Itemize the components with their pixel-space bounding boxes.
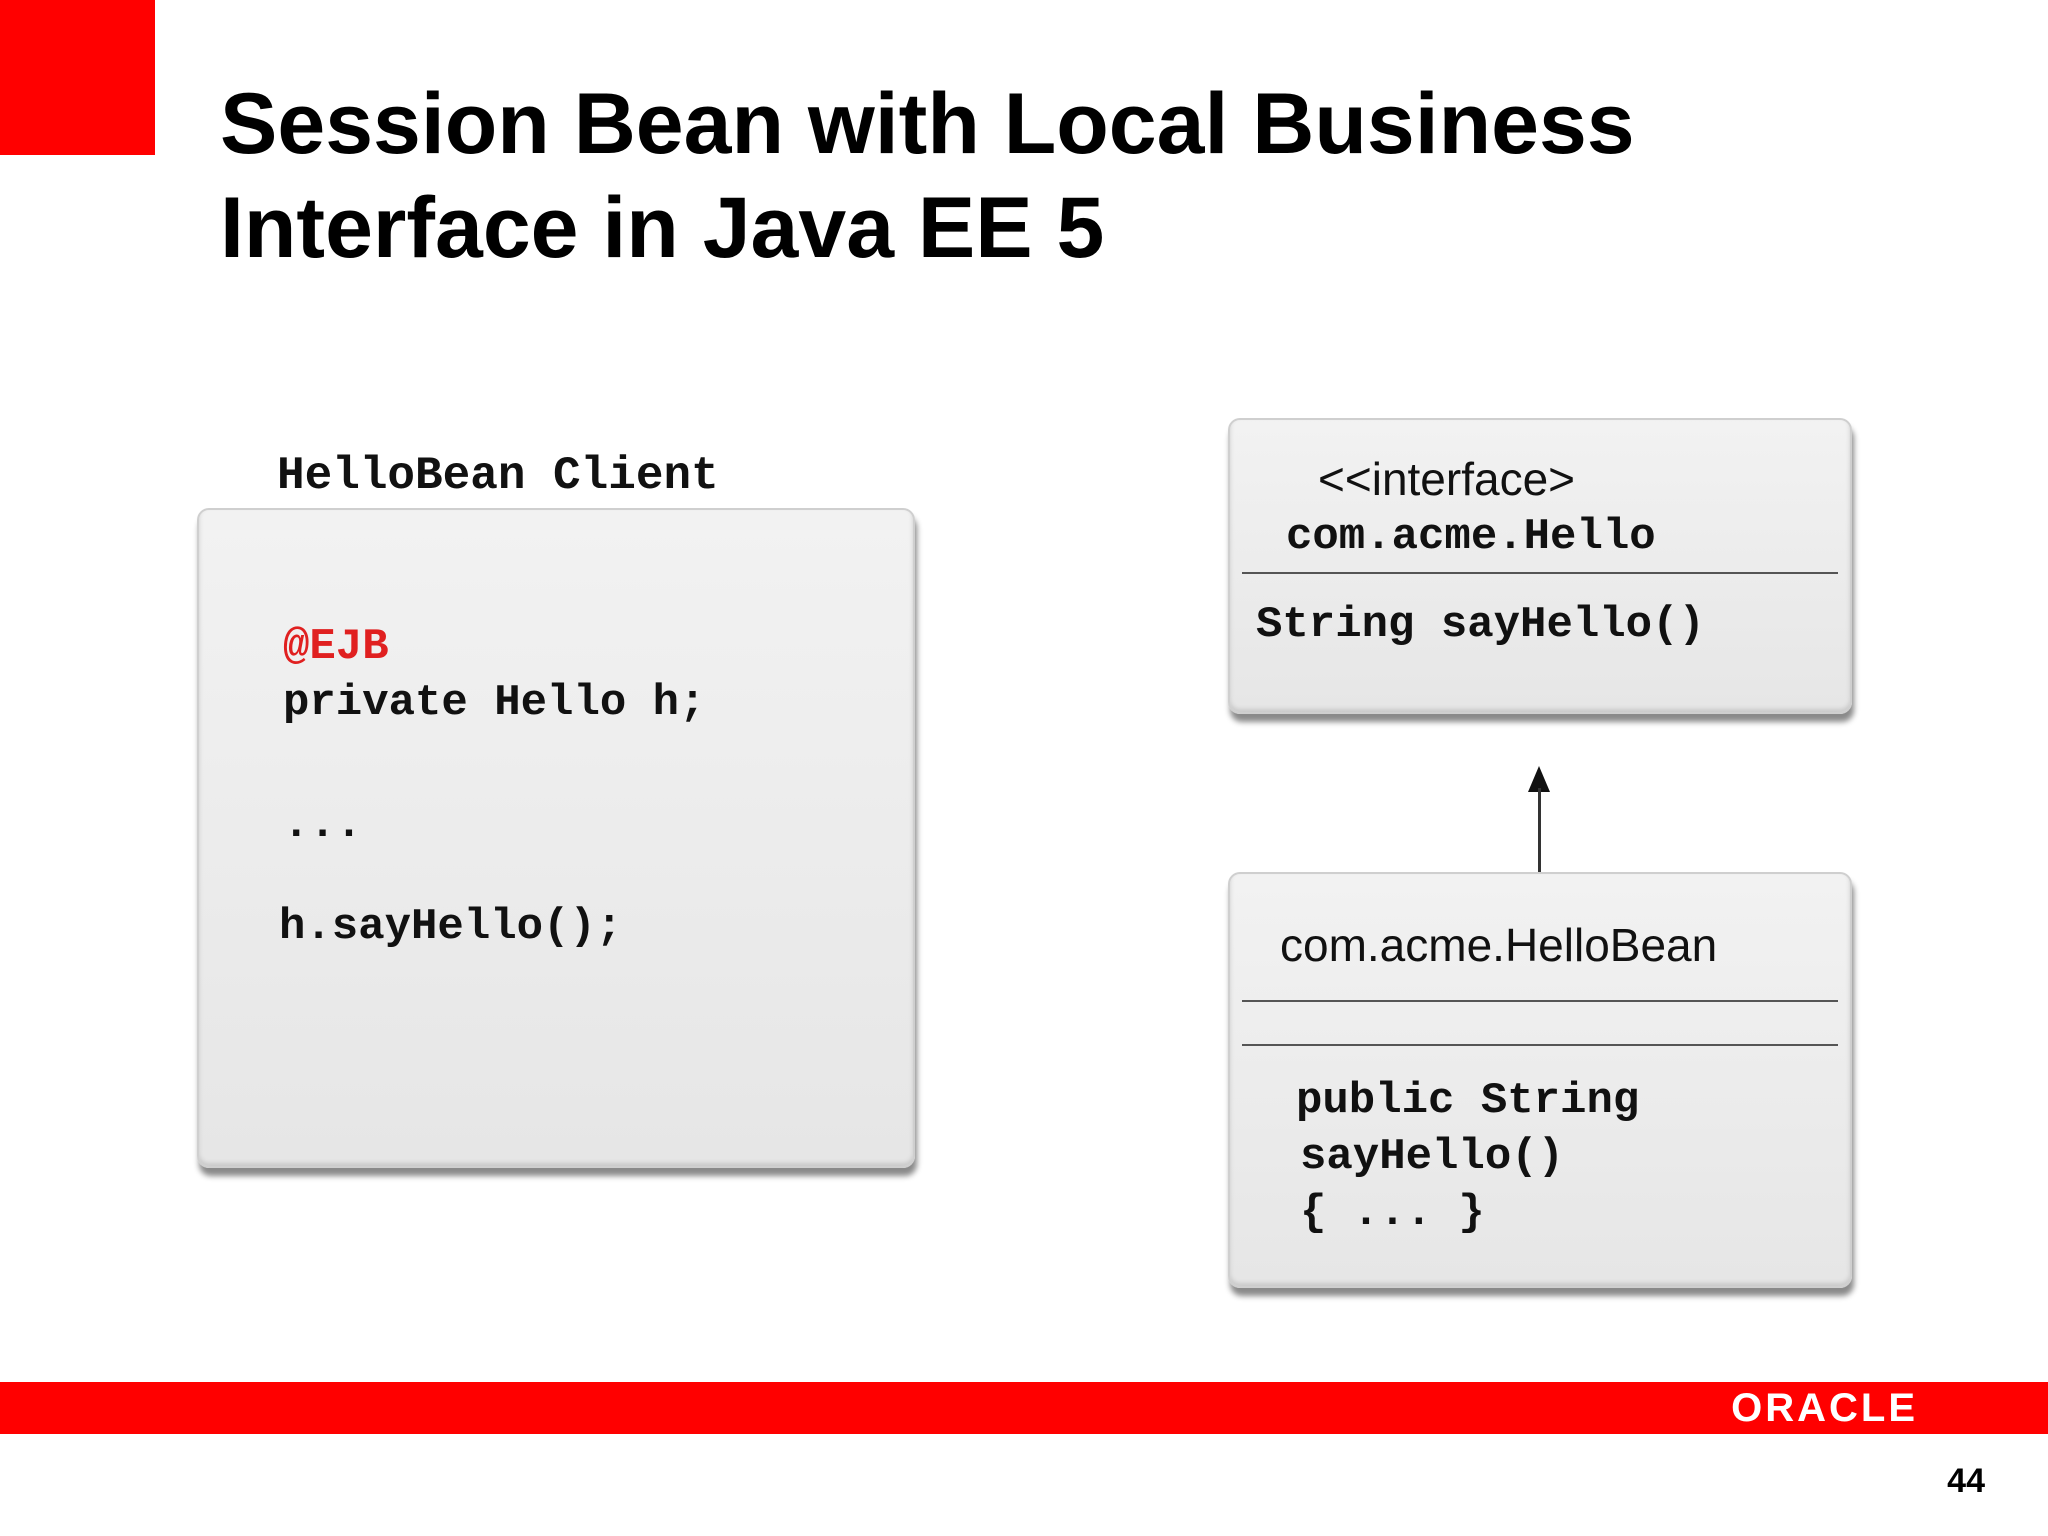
code-ellipsis: ... [283,800,363,850]
field-declaration: private Hello h; [283,678,706,728]
footer-bar [0,1382,2048,1434]
bean-name: com.acme.HelloBean [1280,919,1718,971]
ejb-annotation: @EJB [283,622,389,672]
title-line-2: Interface in Java EE 5 [220,180,1105,276]
client-label: HelloBean Client [277,450,719,502]
bean-method-line-2: sayHello() [1300,1132,1565,1182]
bean-method-line-3: { ... } [1300,1188,1485,1238]
title-line-1: Session Bean with Local Business [220,76,1635,172]
interface-divider [1242,572,1838,574]
interface-box: <<interface> com.acme.Hello String sayHe… [1228,418,1852,714]
inheritance-arrow-head [1528,766,1550,792]
bean-box: com.acme.HelloBean public String sayHell… [1228,872,1852,1288]
interface-stereotype: <<interface> [1318,453,1576,505]
bean-divider-top [1242,1000,1838,1002]
interface-name: com.acme.Hello [1286,512,1656,562]
oracle-logo: ORACLE [1731,1386,1918,1430]
red-corner-block [0,0,155,155]
method-call: h.sayHello(); [279,902,623,952]
inheritance-arrow-line [1538,788,1541,874]
slide-title: Session Bean with Local Business Interfa… [220,72,1870,280]
bean-method-line-1: public String [1296,1076,1640,1126]
client-box: @EJB private Hello h; ... h.sayHello(); [197,508,915,1168]
page-number: 44 [1947,1462,1985,1500]
bean-divider-bottom [1242,1044,1838,1046]
interface-method: String sayHello() [1256,600,1705,650]
